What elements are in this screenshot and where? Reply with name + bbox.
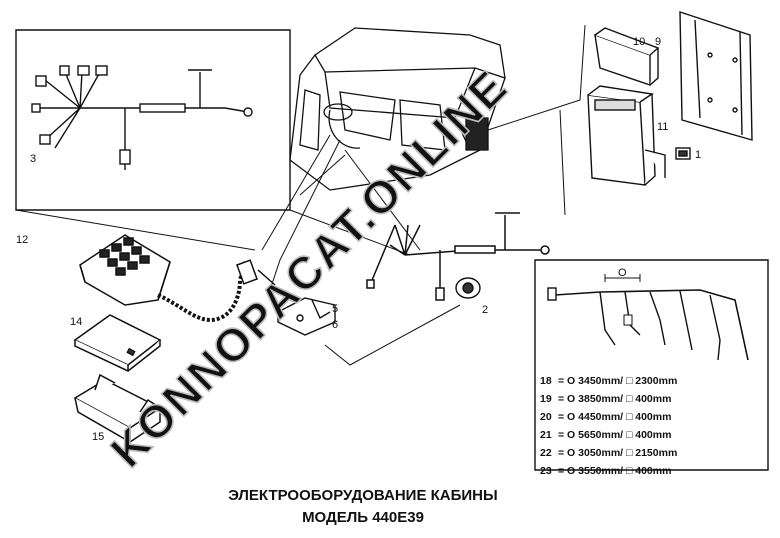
legend-text: = O 4450mm/ □ 400mm bbox=[558, 411, 671, 423]
part-number-12: 12 bbox=[16, 234, 28, 246]
part-number-5: 5 bbox=[332, 303, 338, 315]
part-number-10: 10 bbox=[633, 36, 645, 48]
part-number-6: 6 bbox=[332, 319, 338, 331]
part-number-9: 9 bbox=[655, 36, 661, 48]
legend-list: 18 = O 3450mm/ □ 2300mm 19 = O 3850mm/ □… bbox=[540, 375, 677, 477]
inset-legend-box bbox=[534, 259, 769, 471]
part-number-3: 3 bbox=[30, 153, 36, 165]
bracket-5-6 bbox=[277, 297, 336, 336]
mounting-bracket-9 bbox=[679, 11, 753, 141]
cover-plate-14 bbox=[73, 314, 162, 373]
legend-num: 20 bbox=[540, 411, 552, 423]
inset-harness-box bbox=[15, 29, 291, 211]
part-number-11: 11 bbox=[657, 121, 668, 133]
module-10 bbox=[594, 27, 660, 86]
legend-text: = O 3550mm/ □ 400mm bbox=[558, 465, 671, 477]
dimension-marker: O bbox=[618, 267, 627, 279]
control-unit-11 bbox=[587, 85, 666, 186]
legend-text: = O 3450mm/ □ 2300mm bbox=[558, 375, 677, 387]
part-number-1: 1 bbox=[695, 149, 701, 161]
legend-text: = O 5650mm/ □ 400mm bbox=[558, 429, 671, 441]
remote-control-12 bbox=[79, 234, 276, 323]
legend-text: = O 3850mm/ □ 400mm bbox=[558, 393, 671, 405]
legend-num: 18 bbox=[540, 375, 552, 387]
caption-line-2: МОДЕЛЬ 440E39 bbox=[302, 509, 424, 526]
truck-cab-illustration bbox=[289, 27, 506, 191]
legend-text: = O 3050mm/ □ 2150mm bbox=[558, 447, 677, 459]
switch-2 bbox=[455, 277, 481, 299]
legend-num: 23 bbox=[540, 465, 552, 477]
part-number-14: 14 bbox=[70, 316, 82, 328]
part-number-2: 2 bbox=[482, 304, 488, 316]
leader-lines bbox=[15, 24, 586, 366]
cab-harness bbox=[366, 212, 550, 301]
part-number-15: 15 bbox=[92, 431, 104, 443]
legend-num: 22 bbox=[540, 447, 552, 459]
switch-1 bbox=[675, 147, 691, 160]
caption-line-1: ЭЛЕКТРООБОРУДОВАНИЕ КАБИНЫ bbox=[228, 487, 497, 504]
legend-num: 21 bbox=[540, 429, 552, 441]
holder-tray-15 bbox=[73, 373, 162, 444]
legend-num: 19 bbox=[540, 393, 552, 405]
